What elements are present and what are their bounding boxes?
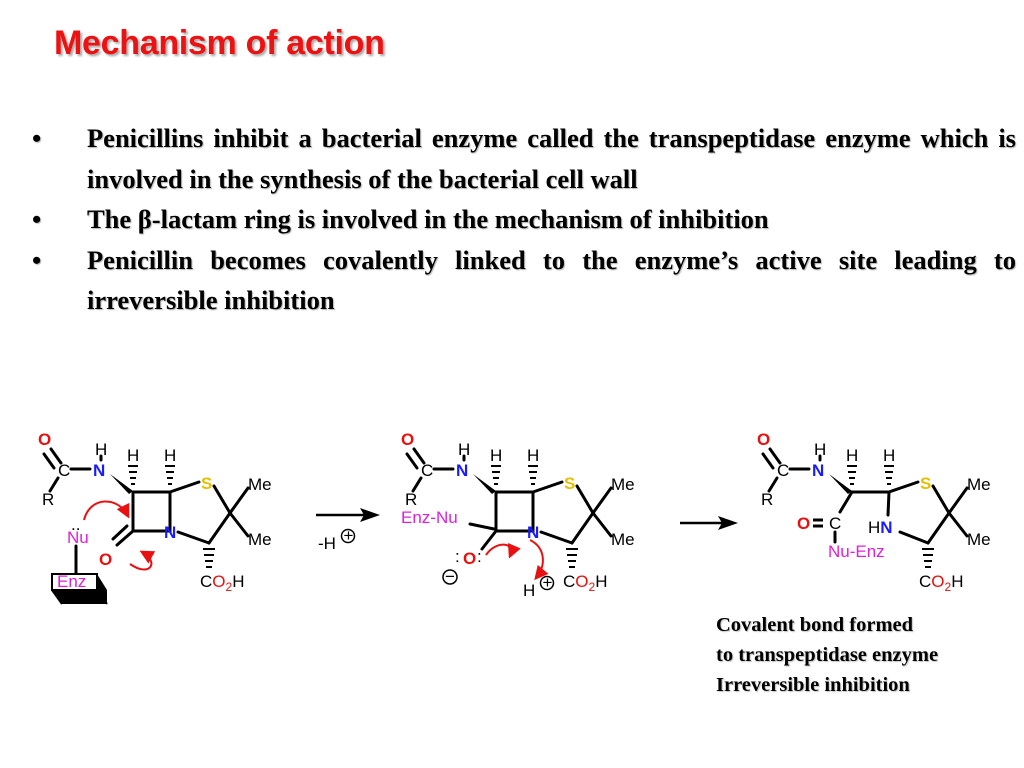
charge-plus: + [543, 573, 553, 592]
group-r: R [42, 490, 54, 509]
bullet-symbol: • [32, 204, 42, 234]
ester-double-bond [813, 518, 823, 528]
atom-o: O [401, 430, 414, 449]
bullet-symbol: • [32, 244, 42, 275]
acyl-enzyme-structure [761, 447, 969, 545]
enzyme-label: Enz [57, 572, 86, 591]
atom-h: H [458, 440, 470, 459]
atom-s: S [564, 474, 575, 493]
bullet-item: • The β-lactam ring is involved in the m… [30, 199, 1016, 240]
bullet-text: Penicillin becomes covalently linked to … [87, 244, 1016, 316]
atom-s: S [920, 474, 931, 493]
atom-c: C [421, 461, 433, 480]
group-r: R [761, 490, 773, 509]
atom-h: H [127, 446, 139, 465]
atom-h: H [527, 446, 539, 465]
atom-o: O [38, 430, 51, 449]
atom-h: H [95, 440, 107, 459]
bullet-item: • Penicillin becomes covalently linked t… [30, 240, 1016, 321]
group-me: Me [611, 530, 635, 549]
atom-h: H [490, 446, 502, 465]
atom-c: C [777, 461, 789, 480]
atom-n: N [812, 461, 824, 480]
atom-o-lactam: O [99, 550, 112, 569]
bullet-symbol: • [32, 123, 42, 153]
atom-n: N [93, 461, 105, 480]
atom-hn-ring: HN [868, 518, 893, 537]
structure3-labels: O C N H R H H S Me Me HN O C Nu-Enz CO2H [757, 430, 991, 594]
atom-o-ester: O [797, 514, 810, 533]
nucleophile-label: Nu [67, 528, 89, 547]
atom-s: S [201, 474, 212, 493]
atom-h: H [846, 446, 858, 465]
hash-bond [491, 465, 578, 568]
caption-line: to transpeptidase enzyme [716, 644, 939, 666]
group-me: Me [967, 530, 991, 549]
group-me: Me [248, 475, 272, 494]
result-caption: Covalent bond formed to transpeptidase e… [716, 610, 938, 700]
caption-line: Irreversible inhibition [716, 674, 910, 696]
group-me: Me [967, 475, 991, 494]
atom-h: H [883, 446, 895, 465]
charge-minus: − [445, 567, 455, 586]
group-r: R [405, 490, 417, 509]
carboxyl-group: CO2H [919, 572, 963, 594]
lone-pair: .. [71, 515, 80, 534]
bullet-list: • Penicillins inhibit a bacterial enzyme… [30, 118, 1016, 321]
lone-pair: : [455, 547, 460, 566]
hash-bond [847, 465, 934, 568]
atom-h-proton: H [523, 581, 535, 600]
atom-c-ester: C [829, 514, 841, 533]
carboxyl-group: CO2H [563, 572, 607, 594]
group-me: Me [248, 530, 272, 549]
atom-n-ring: N [527, 523, 539, 542]
nucleophile-enzyme-label: Nu-Enz [828, 542, 885, 561]
reaction-arrow [680, 516, 738, 530]
bullet-text: The β-lactam ring is involved in the mec… [87, 204, 769, 234]
atom-n-ring: N [164, 523, 176, 542]
group-me: Me [611, 475, 635, 494]
enzyme-block [51, 573, 108, 605]
lone-pair: : [477, 547, 482, 566]
deprotonation-label: -H [318, 534, 336, 553]
structure1-labels: O C N H R H H S Me Me N O .. Nu Enz CO2H [38, 430, 272, 594]
structure2-labels: O C N H R H H S Me Me N Enz-Nu : O : − H… [401, 430, 635, 600]
bullet-text: Penicillins inhibit a bacterial enzyme c… [87, 123, 1016, 194]
atom-o-alkoxide: O [463, 549, 476, 568]
hash-bond [128, 465, 215, 568]
enzyme-nucleophile-label: Enz-Nu [401, 508, 458, 527]
atom-h: H [164, 446, 176, 465]
tetrahedral-intermediate [405, 447, 613, 551]
bullet-item: • Penicillins inhibit a bacterial enzyme… [30, 118, 1016, 199]
atom-h: H [814, 440, 826, 459]
carboxyl-group: CO2H [200, 572, 244, 594]
penicillin-structure [42, 447, 250, 575]
charge-plus: + [344, 526, 354, 545]
caption-line: Covalent bond formed [716, 614, 914, 636]
atom-o: O [757, 430, 770, 449]
atom-c: C [58, 461, 70, 480]
reaction-arrow: -H + [316, 508, 380, 553]
atom-n: N [456, 461, 468, 480]
slide-title: Mechanism of action [54, 24, 385, 62]
